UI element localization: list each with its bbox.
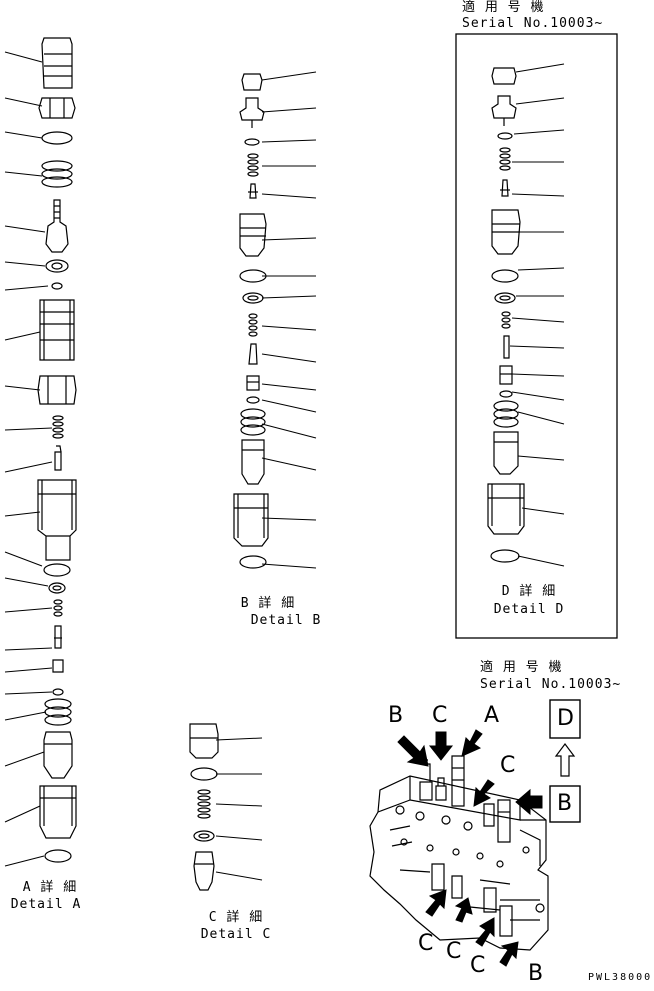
detail-b-jp: B 詳 細 bbox=[240, 596, 296, 611]
callout-arrows bbox=[397, 729, 543, 967]
detail-d-leaders bbox=[509, 63, 565, 567]
arrow-b-top bbox=[397, 735, 429, 767]
arrow-c-low3 bbox=[475, 917, 495, 947]
drawing-code: PWL38000 bbox=[588, 972, 653, 983]
detail-c-leaders bbox=[215, 737, 263, 881]
callout-right-c: C bbox=[500, 753, 516, 778]
callout-top-a: A bbox=[484, 703, 500, 728]
up-arrow-icon bbox=[554, 743, 576, 777]
box-d-letter: D bbox=[557, 706, 574, 731]
serial-top-jp: 適 用 号 機 bbox=[462, 0, 545, 15]
detail-c-en: Detail C bbox=[200, 927, 272, 942]
detail-d-en: Detail D bbox=[493, 602, 565, 617]
detail-d-jp: D 詳 細 bbox=[501, 584, 557, 599]
detail-d-frame bbox=[455, 33, 618, 639]
arrow-c-low2 bbox=[454, 897, 473, 923]
callout-bottom-b: B bbox=[528, 961, 544, 986]
valve-assembly bbox=[369, 755, 549, 951]
callout-top-b: B bbox=[388, 703, 404, 728]
detail-a-en: Detail A bbox=[10, 897, 82, 912]
box-b bbox=[549, 785, 581, 823]
serial-bottom-jp: 適 用 号 機 bbox=[480, 660, 563, 675]
arrow-b-low bbox=[499, 941, 519, 967]
arrow-c-top bbox=[428, 731, 454, 761]
detail-a-jp: A 詳 細 bbox=[22, 880, 78, 895]
detail-a-leaders bbox=[4, 51, 53, 867]
callout-bottom-c2: C bbox=[446, 939, 462, 964]
detail-b-parts bbox=[233, 71, 317, 569]
detail-c-parts bbox=[189, 723, 263, 891]
detail-b-leaders bbox=[261, 71, 317, 569]
detail-d-parts bbox=[455, 33, 618, 639]
serial-bottom-en: Serial No.10003~ bbox=[480, 677, 622, 692]
callout-top-c: C bbox=[432, 703, 448, 728]
arrow-c-right bbox=[473, 779, 495, 807]
box-b-letter: B bbox=[557, 791, 573, 816]
detail-b-en: Detail B bbox=[250, 613, 322, 628]
arrow-a-top bbox=[461, 729, 483, 757]
detail-c-jp: C 詳 細 bbox=[208, 910, 264, 925]
box-d bbox=[549, 699, 581, 739]
callout-bottom-c1: C bbox=[418, 931, 434, 956]
arrow-c-low1 bbox=[425, 889, 447, 917]
callout-bottom-c3: C bbox=[470, 953, 486, 978]
serial-top-en: Serial No.10003~ bbox=[462, 16, 604, 31]
detail-a-parts bbox=[4, 37, 77, 867]
arrow-b-right bbox=[515, 788, 543, 816]
